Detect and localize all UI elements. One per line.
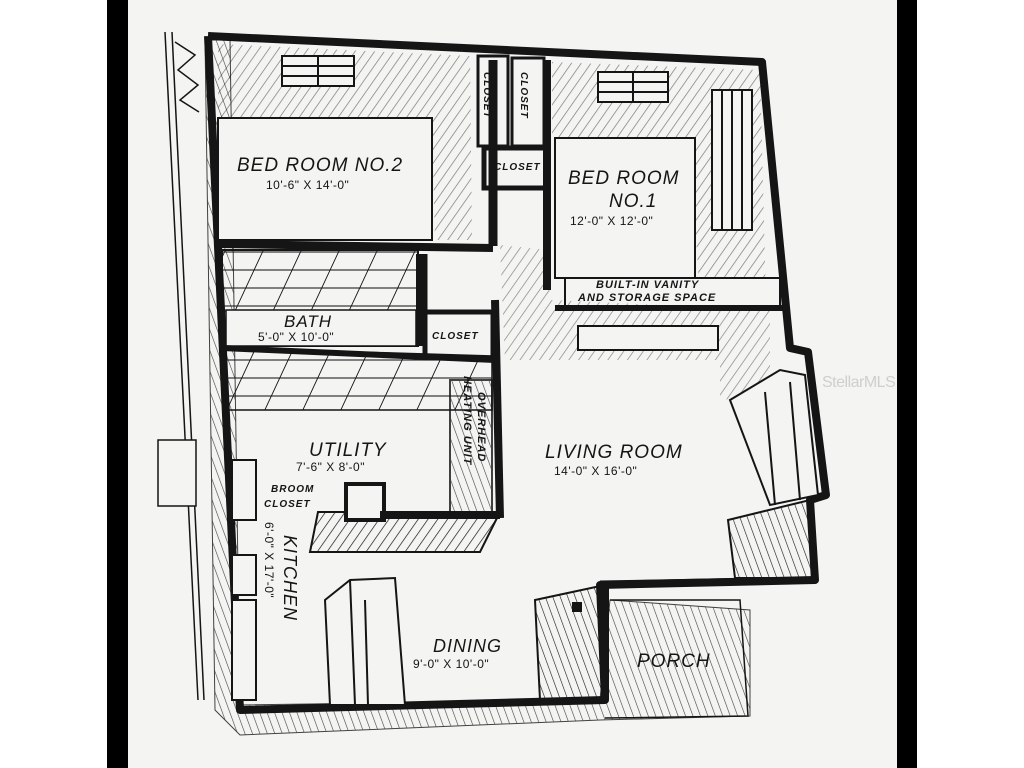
dining-label: DINING bbox=[433, 636, 502, 656]
truss bbox=[164, 31, 205, 701]
watermark: StellarMLS bbox=[822, 374, 896, 391]
heating-label-line1: OVERHEAD bbox=[475, 392, 487, 463]
living-room-label: LIVING ROOM bbox=[545, 442, 683, 463]
bedroom1-size: 12'-0" X 12'-0" bbox=[570, 214, 654, 228]
window-bedroom2 bbox=[281, 55, 355, 87]
kitchen-label: KITCHEN bbox=[280, 535, 300, 622]
window-bedroom1 bbox=[597, 71, 669, 103]
bedroom1-label-line2: NO.1 bbox=[609, 191, 658, 212]
broom-closet-label-line2: CLOSET bbox=[264, 499, 311, 510]
bedroom2-size: 10'-6" X 14'-0" bbox=[266, 178, 350, 192]
heating-label-line2: HEATING UNIT bbox=[461, 376, 473, 466]
vanity-label-line2: AND STORAGE SPACE bbox=[578, 292, 717, 304]
bedroom2-label: BED ROOM NO.2 bbox=[237, 155, 404, 176]
closet-top-right-label: CLOSET bbox=[518, 72, 529, 119]
dining-size: 9'-0" X 10'-0" bbox=[413, 657, 490, 671]
vanity-label-line1: BUILT-IN VANITY bbox=[596, 279, 700, 291]
living-room-size: 14'-0" X 16'-0" bbox=[554, 464, 638, 478]
closet-middle-label: CLOSET bbox=[494, 162, 541, 173]
porch-label: PORCH bbox=[637, 651, 711, 672]
utility-label: UTILITY bbox=[309, 440, 387, 461]
closet-hall-label: CLOSET bbox=[432, 331, 479, 342]
window-living bbox=[728, 368, 820, 507]
bath-label: BATH bbox=[284, 312, 333, 331]
bath-size: 5'-0" X 10'-0" bbox=[258, 330, 335, 344]
kitchen-size: 6'-0" X 17'-0" bbox=[262, 522, 276, 599]
window-bedroom1-side bbox=[711, 89, 753, 231]
bedroom1-label-line1: BED ROOM bbox=[568, 168, 680, 189]
closet-top-left-label: CLOSET bbox=[481, 72, 492, 119]
utility-size: 7'-6" X 8'-0" bbox=[296, 460, 365, 474]
broom-closet-label-line1: BROOM bbox=[271, 484, 315, 495]
